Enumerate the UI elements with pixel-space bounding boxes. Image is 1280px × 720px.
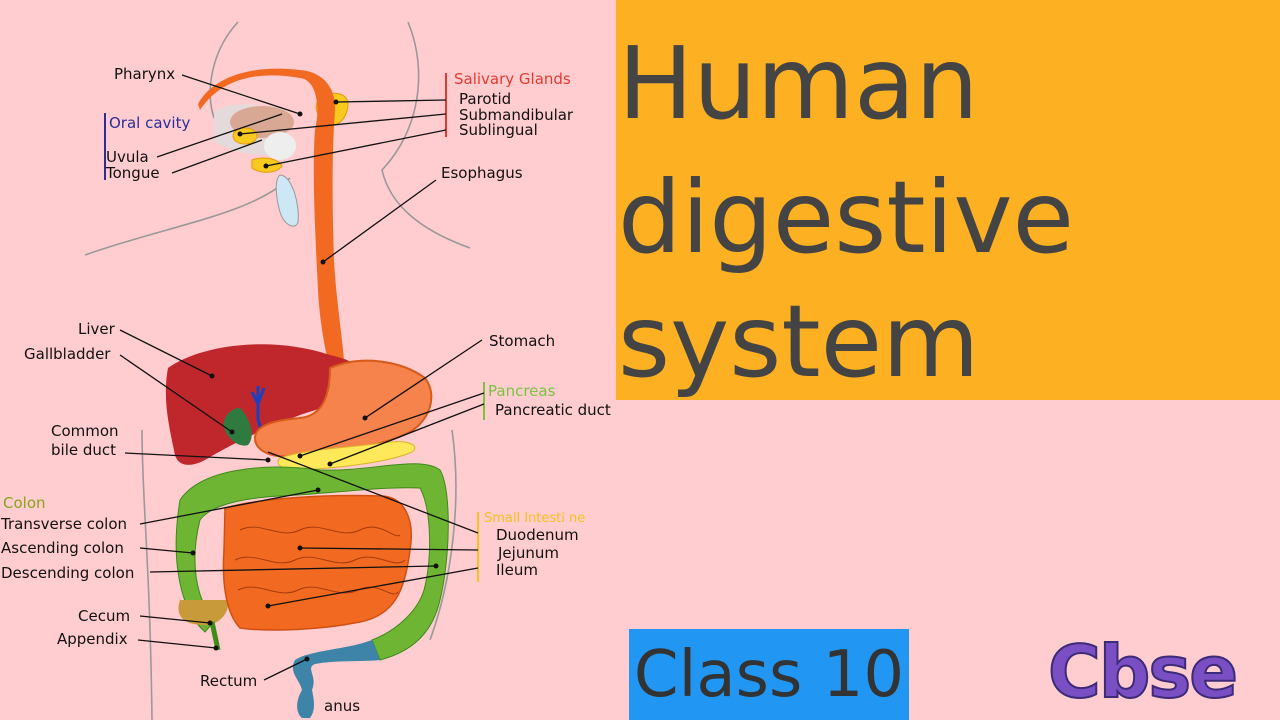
label-descending-colon: Descending colon — [1, 564, 134, 582]
label-rectum: Rectum — [200, 672, 257, 690]
label-jejunum: Jejunum — [497, 544, 559, 562]
liver — [165, 344, 369, 465]
title-line-3: system — [618, 283, 980, 400]
body-outline — [84, 21, 471, 720]
title-line-2: digestive — [618, 159, 1075, 276]
label-pancreatic-duct: Pancreatic duct — [495, 401, 611, 419]
label-liver: Liver — [78, 320, 116, 338]
group-label-colon: Colon — [3, 494, 46, 512]
group-label-salivary-glands: Salivary Glands — [454, 70, 571, 88]
appendix — [209, 621, 221, 651]
title-panel — [616, 0, 1280, 400]
label-ascending-colon: Ascending colon — [1, 539, 124, 557]
esophagus-tube — [198, 68, 345, 372]
label-cecum: Cecum — [78, 607, 130, 625]
label-uvula: Uvula — [106, 148, 149, 166]
colon — [175, 463, 449, 661]
group-label-pancreas: Pancreas — [488, 382, 556, 400]
label-parotid: Parotid — [459, 90, 511, 108]
bile-duct — [250, 386, 270, 451]
label-submandibular: Submandibular — [459, 106, 574, 124]
class-badge — [629, 629, 909, 720]
group-label-small-intestine: Small Intesti ne — [484, 511, 585, 526]
intestine-folds — [234, 526, 406, 595]
label-pharynx: Pharynx — [114, 65, 175, 83]
class-badge-label: Class 10 — [633, 638, 905, 712]
label-common-bile-duct-line2: bile duct — [51, 441, 116, 459]
label-tongue: Tongue — [105, 164, 160, 182]
label-esophagus: Esophagus — [441, 164, 523, 182]
label-common-bile-duct-line1: Common — [51, 422, 119, 440]
label-sublingual: Sublingual — [459, 121, 538, 139]
group-brackets — [104, 73, 485, 582]
small-intestine — [222, 494, 412, 631]
group-label-oral-cavity: Oral cavity — [109, 114, 190, 132]
label-appendix: Appendix — [57, 630, 128, 648]
label-stomach: Stomach — [489, 332, 555, 350]
label-duodenum: Duodenum — [496, 526, 579, 544]
label-ileum: Ileum — [496, 561, 538, 579]
title-line-1: Human — [618, 25, 979, 142]
cecum — [178, 600, 229, 625]
label-transverse-colon: Transverse colon — [0, 515, 127, 533]
rectum — [292, 640, 380, 718]
board-badge-label: Cbse — [1047, 630, 1239, 714]
gallbladder — [223, 408, 252, 446]
leader-lines — [119, 74, 485, 681]
label-gallbladder: Gallbladder — [24, 345, 111, 363]
label-anus: anus — [324, 697, 360, 715]
